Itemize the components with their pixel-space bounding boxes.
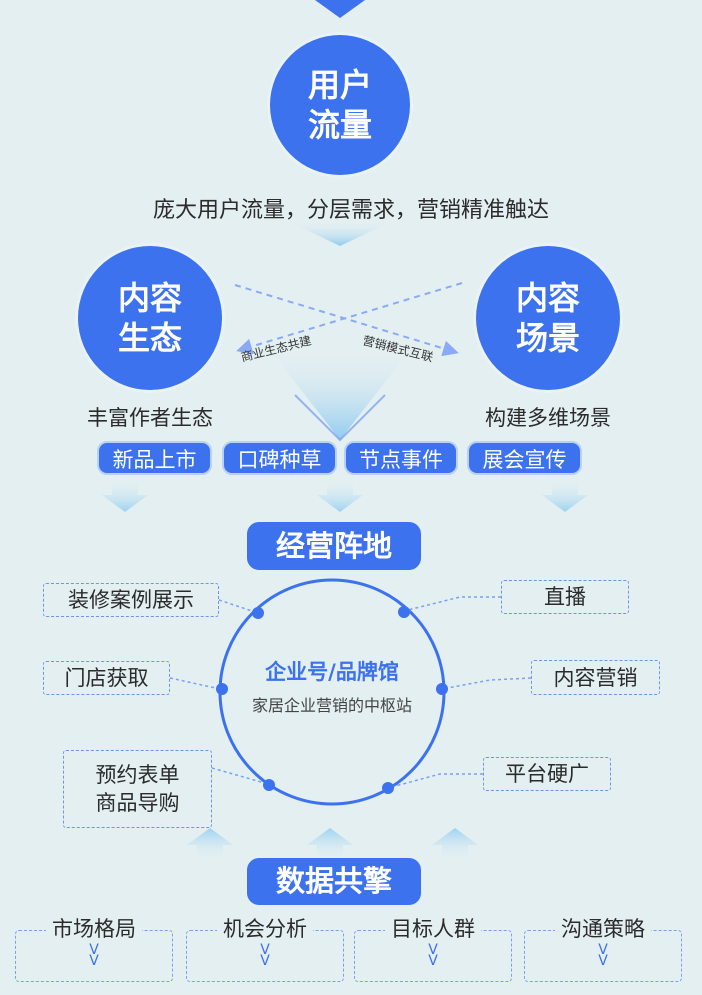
pill-exhibition: 展会宣传 bbox=[467, 441, 582, 475]
content-ecology-circle: 内容生态 bbox=[78, 246, 222, 390]
funnel-top bbox=[290, 222, 390, 246]
operation-base-button: 经营阵地 bbox=[247, 522, 421, 570]
label: 用户 bbox=[307, 66, 372, 104]
label: 内容 bbox=[117, 279, 182, 317]
label: 内容 bbox=[515, 279, 580, 317]
label: 市场格局 bbox=[46, 913, 142, 943]
label: 场景 bbox=[515, 319, 580, 357]
pill-key-events: 节点事件 bbox=[344, 441, 458, 475]
hub-title: 企业号/品牌馆 bbox=[265, 660, 399, 684]
label: 沟通策略 bbox=[555, 913, 651, 943]
hub-subtitle: 家居企业营销的中枢站 bbox=[251, 696, 412, 715]
box-renovation-cases: 装修案例展示 bbox=[43, 583, 219, 617]
top-arrow-icon bbox=[315, 0, 365, 18]
box-live: 直播 bbox=[501, 580, 629, 614]
up-arrows bbox=[187, 828, 478, 860]
content-scene-circle: 内容场景 bbox=[476, 246, 620, 390]
down-arrows bbox=[102, 480, 588, 512]
box-booking-shopping: 预约表单商品导购 bbox=[63, 750, 212, 828]
label: 商品导购 bbox=[95, 791, 180, 815]
pill-new-product: 新品上市 bbox=[97, 441, 212, 475]
pill-word-of-mouth: 口碑种草 bbox=[222, 441, 337, 475]
box-store-acquisition: 门店获取 bbox=[43, 661, 170, 695]
funnel-center bbox=[270, 350, 410, 440]
box-content-marketing: 内容营销 bbox=[531, 660, 660, 695]
right-caption: 构建多维场景 bbox=[485, 406, 611, 430]
box-platform-ads: 平台硬广 bbox=[483, 757, 611, 791]
data-engine-button: 数据共擎 bbox=[247, 858, 421, 905]
label: 目标人群 bbox=[385, 913, 481, 943]
user-traffic-circle: 用户流量 bbox=[270, 35, 410, 175]
label: 预约表单 bbox=[95, 763, 180, 787]
label: 流量 bbox=[307, 106, 372, 144]
top-caption: 庞大用户流量，分层需求，营销精准触达 bbox=[152, 198, 549, 223]
hub-dots bbox=[216, 606, 448, 794]
label: 机会分析 bbox=[217, 913, 313, 943]
left-caption: 丰富作者生态 bbox=[87, 406, 213, 430]
label: 生态 bbox=[117, 319, 182, 357]
